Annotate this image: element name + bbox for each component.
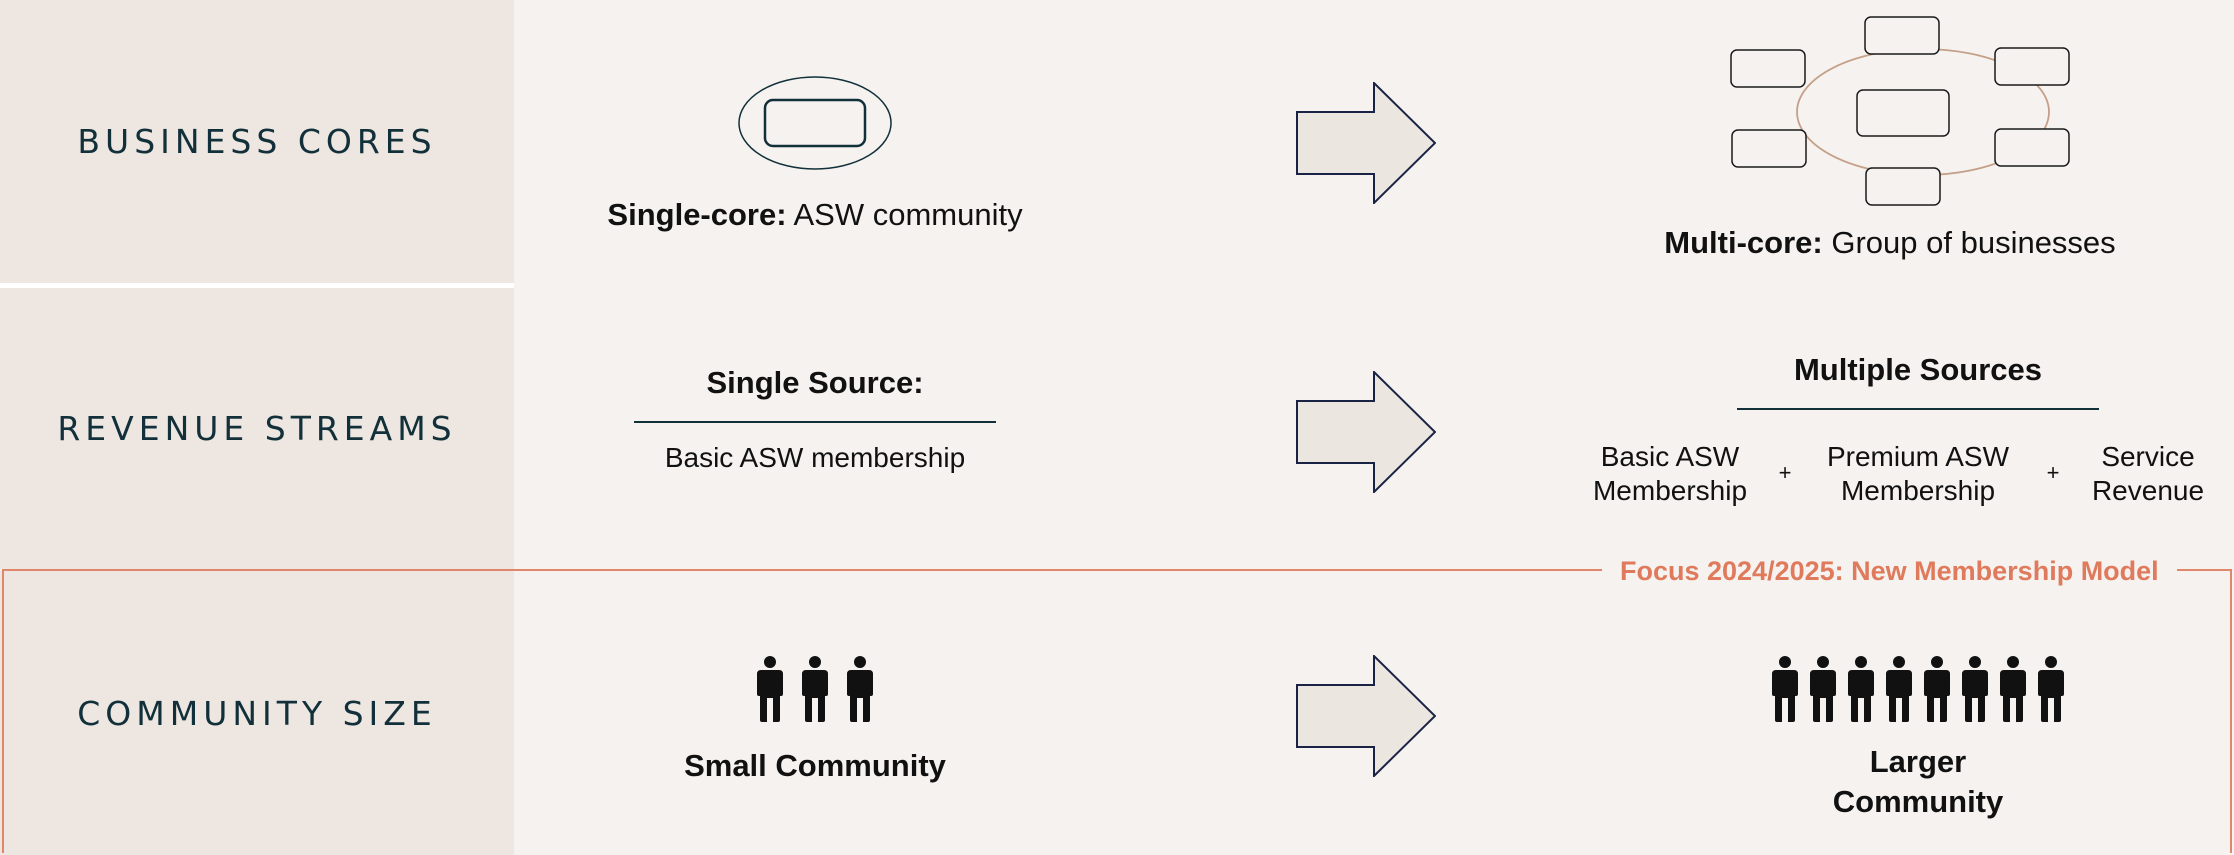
- person-icon: [1998, 656, 2028, 722]
- row-label-text: BUSINESS CORES: [77, 122, 437, 161]
- person-icon: [1770, 656, 1800, 722]
- plus-sign: +: [2046, 460, 2060, 485]
- single-source-item: Basic ASW membership: [664, 442, 966, 473]
- person-icon: [1960, 656, 1990, 722]
- multi-core-caption: Multi-core: Group of businesses: [1664, 225, 2116, 260]
- row-label-community-size: COMMUNITY SIZE: [0, 571, 514, 855]
- small-community-caption: Small Community: [684, 748, 946, 783]
- single-source-title: Single Source:: [706, 365, 924, 400]
- right-arrow-icon: [1296, 371, 1436, 493]
- row-label-business-cores: BUSINESS CORES: [0, 0, 514, 283]
- row-label-text: COMMUNITY SIZE: [77, 693, 437, 733]
- person-icon: [1808, 656, 1838, 722]
- row-divider: [0, 283, 514, 288]
- person-icon: [755, 656, 785, 722]
- large-community-icon: [1770, 656, 2066, 722]
- multi-core-icon: [1730, 16, 2070, 206]
- single-core-icon: [738, 76, 892, 170]
- row-label-text: REVENUE STREAMS: [57, 409, 457, 448]
- person-icon: [800, 656, 830, 722]
- person-icon: [1846, 656, 1876, 722]
- row-label-revenue-streams: REVENUE STREAMS: [0, 288, 514, 569]
- person-icon: [1922, 656, 1952, 722]
- single-source-rule: [634, 421, 996, 423]
- multiple-sources-rule: [1737, 408, 2099, 410]
- focus-label: Focus 2024/2025: New Membership Model: [1602, 553, 2177, 589]
- person-icon: [1884, 656, 1914, 722]
- multiple-sources-title: Multiple Sources: [1793, 352, 2043, 387]
- focus-frame: [2, 569, 2232, 853]
- person-icon: [2036, 656, 2066, 722]
- single-core-caption: Single-core: ASW community: [607, 197, 1023, 232]
- right-arrow-icon: [1296, 655, 1436, 777]
- small-community-icon: [755, 656, 875, 722]
- right-arrow-icon: [1296, 82, 1436, 204]
- person-icon: [845, 656, 875, 722]
- plus-sign: +: [1778, 460, 1792, 485]
